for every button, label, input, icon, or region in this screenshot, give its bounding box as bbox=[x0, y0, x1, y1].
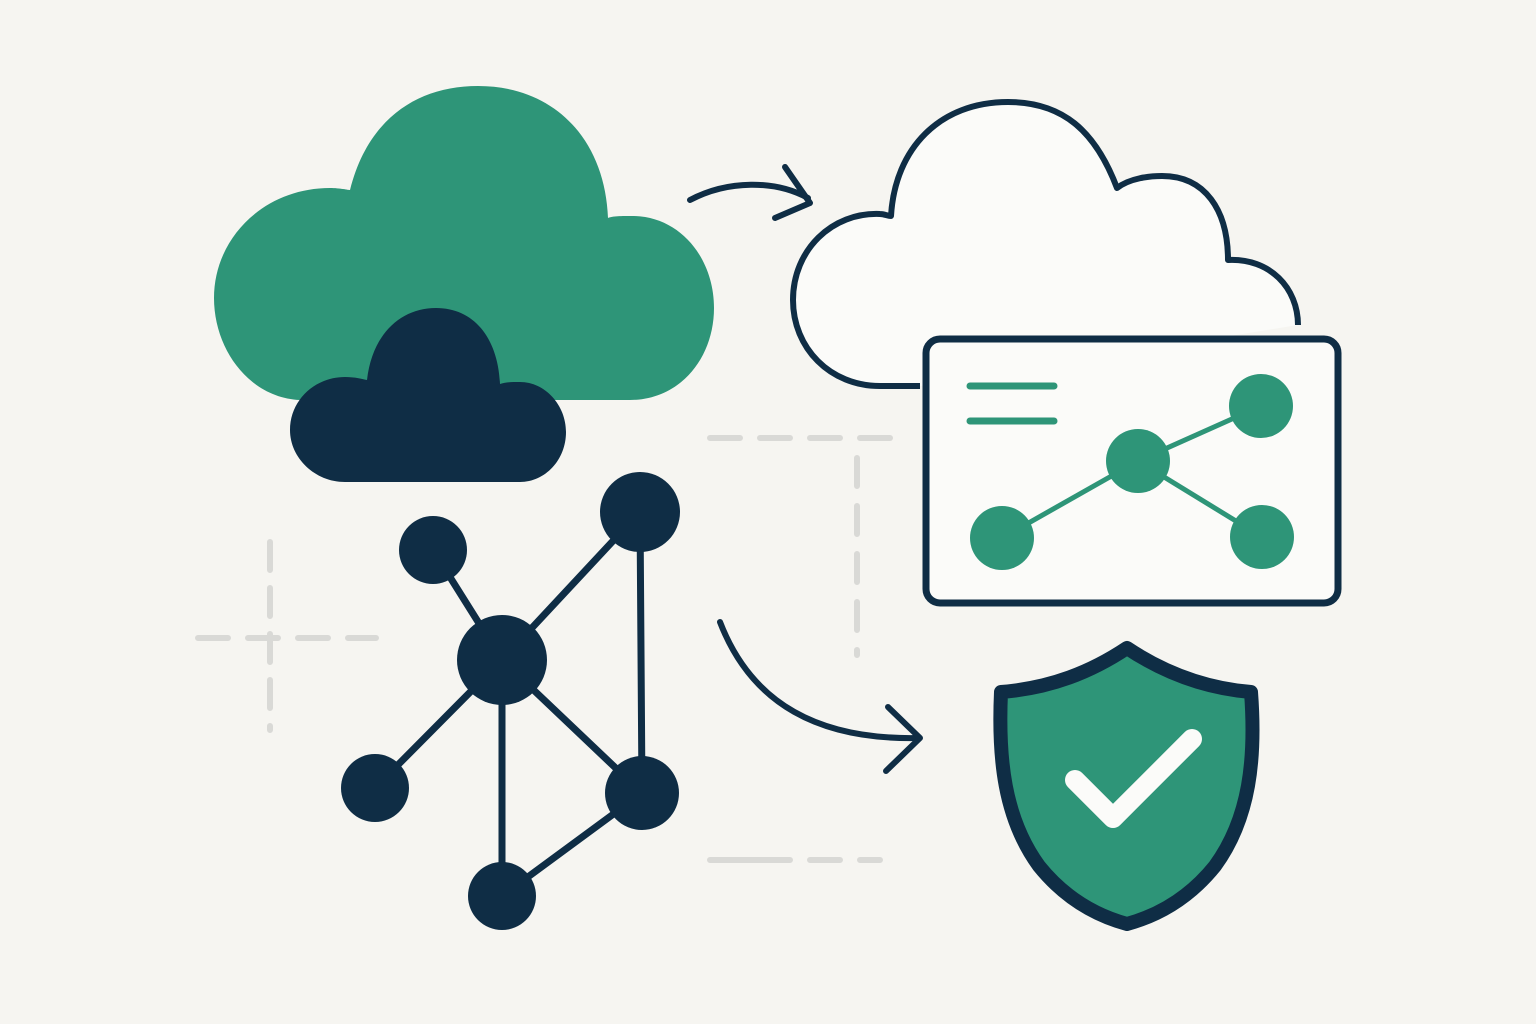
graph-node bbox=[605, 756, 679, 830]
arrow-head bbox=[883, 704, 923, 774]
dashed-guides bbox=[195, 435, 903, 863]
dashboard-chart-card bbox=[922, 335, 1342, 607]
graph-edge bbox=[636, 508, 646, 797]
chart-node bbox=[1230, 505, 1294, 569]
graph-node bbox=[600, 472, 680, 552]
check-icon bbox=[1065, 729, 1202, 828]
outline-cloud-icon bbox=[790, 99, 1301, 389]
shield-body bbox=[993, 641, 1260, 931]
arrow-head bbox=[772, 164, 813, 221]
shield-check-icon bbox=[993, 641, 1260, 931]
arrow-icon bbox=[687, 164, 813, 221]
graph-node bbox=[399, 516, 467, 584]
arrow-shaft bbox=[687, 181, 811, 203]
chart-node bbox=[970, 506, 1034, 570]
arrow-shaft bbox=[717, 619, 921, 742]
green-cloud-icon bbox=[214, 86, 714, 400]
navy-cloud-icon bbox=[290, 308, 566, 482]
arrow-icon bbox=[717, 619, 923, 774]
graph-node bbox=[457, 615, 547, 705]
network-graph-icon bbox=[341, 472, 680, 930]
chart-node bbox=[1106, 429, 1170, 493]
graph-node bbox=[468, 862, 536, 930]
chart-node bbox=[1229, 374, 1293, 438]
graph-node bbox=[341, 754, 409, 822]
